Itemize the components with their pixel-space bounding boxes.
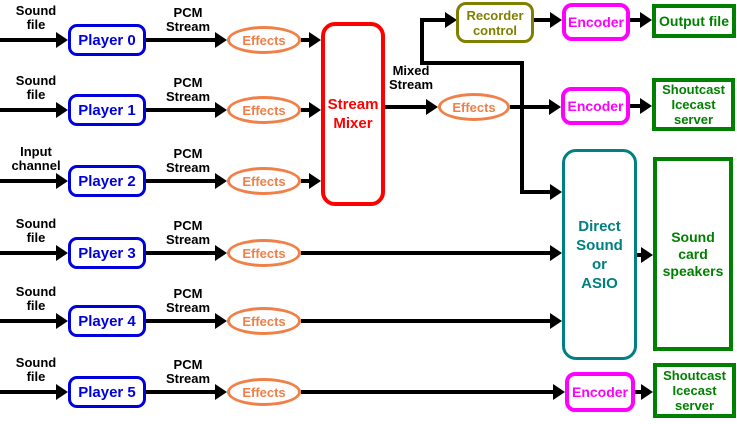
encoder-shoutcast-top-line xyxy=(630,104,640,108)
player5-box: Player 5 xyxy=(68,376,146,408)
direct-sound-box: Direct Sound or ASIO xyxy=(562,149,637,360)
encoder-bottom-box: Encoder xyxy=(565,372,635,412)
row1-pcm-arrow-line xyxy=(146,108,215,112)
recorder-branch-vline xyxy=(420,18,424,65)
row5-pcm-arrowhead-icon xyxy=(215,384,227,400)
directsound-speakers-line xyxy=(637,253,641,257)
player3-box: Player 3 xyxy=(68,237,146,269)
shoutcast-bottom-box: Shoutcast Icecast server xyxy=(653,363,736,418)
mixed-stream-arrow-line xyxy=(385,105,426,109)
row1-source-label: Sound file xyxy=(15,73,57,102)
shoutcast-top-arrowhead-icon xyxy=(640,98,652,114)
shoutcast-top-box: Shoutcast Icecast server xyxy=(652,78,735,131)
row4-effects-node: Effects xyxy=(227,307,301,335)
row0-source-label: Sound file xyxy=(15,3,57,32)
row0-mixer-arrow-line xyxy=(301,38,309,42)
player2-box: Player 2 xyxy=(68,165,146,197)
recorder-arrowhead-icon xyxy=(445,12,457,28)
row2-pcm-arrowhead-icon xyxy=(215,173,227,189)
directsound-branch-vline xyxy=(520,61,524,194)
mixed-effects-node: Effects xyxy=(438,93,510,121)
row0-effects-node: Effects xyxy=(227,26,301,54)
row2-pcm-stream-label: PCM Stream xyxy=(165,146,211,175)
row4-directsound-arrow-line xyxy=(301,319,550,323)
row3-source-label: Sound file xyxy=(15,216,57,245)
row3-effects-node: Effects xyxy=(227,239,301,267)
row4-pcm-stream-label: PCM Stream xyxy=(165,286,211,315)
row0-source-arrowhead-icon xyxy=(56,32,68,48)
row3-source-arrow-line xyxy=(0,251,56,255)
row0-source-arrow-line xyxy=(0,38,56,42)
row5-source-arrowhead-icon xyxy=(56,384,68,400)
row5-source-arrow-line xyxy=(0,390,56,394)
row0-mixer-arrowhead-icon xyxy=(309,32,321,48)
row0-pcm-stream-label: PCM Stream xyxy=(165,5,211,34)
shoutcast-bottom-arrowhead-icon xyxy=(641,384,653,400)
row1-source-arrow-line xyxy=(0,108,56,112)
mixed-stream-arrowhead-icon xyxy=(426,99,438,115)
encoder-top-arrowhead-icon xyxy=(550,12,562,28)
row2-source-arrowhead-icon xyxy=(56,173,68,189)
outputfile-arrowhead-icon xyxy=(640,12,652,28)
player1-box: Player 1 xyxy=(68,94,146,126)
branch-directsound-arrowhead-icon xyxy=(550,184,562,200)
branch-hline xyxy=(420,61,524,65)
row2-effects-node: Effects xyxy=(227,167,301,195)
row2-mixer-arrow-line xyxy=(301,179,309,183)
row4-source-arrow-line xyxy=(0,319,56,323)
row2-pcm-arrow-line xyxy=(146,179,215,183)
row4-pcm-arrow-line xyxy=(146,319,215,323)
row3-directsound-arrowhead-icon xyxy=(550,245,562,261)
row4-source-arrowhead-icon xyxy=(56,313,68,329)
row5-effects-node: Effects xyxy=(227,378,301,406)
encoder-outputfile-line xyxy=(630,18,640,22)
row5-pcm-arrow-line xyxy=(146,390,215,394)
row3-pcm-arrow-line xyxy=(146,251,215,255)
row1-pcm-arrowhead-icon xyxy=(215,102,227,118)
row2-mixer-arrowhead-icon xyxy=(309,173,321,189)
recorder-control-box: Recorder control xyxy=(456,2,534,43)
row2-source-label: Input channel xyxy=(11,144,61,173)
speakers-arrowhead-icon xyxy=(641,247,653,263)
row5-source-label: Sound file xyxy=(15,355,57,384)
mixed-stream-label: Mixed Stream xyxy=(388,63,434,92)
encoder-mid-box: Encoder xyxy=(561,87,630,125)
row4-source-label: Sound file xyxy=(15,284,57,313)
row0-pcm-arrow-line xyxy=(146,38,215,42)
encoder-mid-arrowhead-icon xyxy=(549,99,561,115)
stream-mixer-box: Stream Mixer xyxy=(321,22,385,206)
row3-source-arrowhead-icon xyxy=(56,245,68,261)
recorder-arrow-line xyxy=(420,18,445,22)
row5-encoder-arrowhead-icon xyxy=(553,384,565,400)
row2-source-arrow-line xyxy=(0,179,56,183)
row1-mixer-arrow-line xyxy=(301,108,309,112)
player0-box: Player 0 xyxy=(68,24,146,56)
sound-card-speakers-box: Sound card speakers xyxy=(653,157,733,351)
encoder-shoutcast-bottom-line xyxy=(635,390,641,394)
branch-directsound-arrow-line xyxy=(520,190,550,194)
output-file-box: Output file xyxy=(652,4,736,38)
row5-pcm-stream-label: PCM Stream xyxy=(165,357,211,386)
row1-pcm-stream-label: PCM Stream xyxy=(165,75,211,104)
recorder-encoder-line xyxy=(534,18,550,22)
row0-pcm-arrowhead-icon xyxy=(215,32,227,48)
row3-pcm-arrowhead-icon xyxy=(215,245,227,261)
row4-directsound-arrowhead-icon xyxy=(550,313,562,329)
mixed-effects-out-line xyxy=(510,105,549,109)
row3-pcm-stream-label: PCM Stream xyxy=(165,218,211,247)
player4-box: Player 4 xyxy=(68,305,146,337)
row1-mixer-arrowhead-icon xyxy=(309,102,321,118)
encoder-top-box: Encoder xyxy=(562,3,630,41)
row3-directsound-arrow-line xyxy=(301,251,550,255)
row1-source-arrowhead-icon xyxy=(56,102,68,118)
row4-pcm-arrowhead-icon xyxy=(215,313,227,329)
row1-effects-node: Effects xyxy=(227,96,301,124)
row5-encoder-arrow-line xyxy=(301,390,553,394)
